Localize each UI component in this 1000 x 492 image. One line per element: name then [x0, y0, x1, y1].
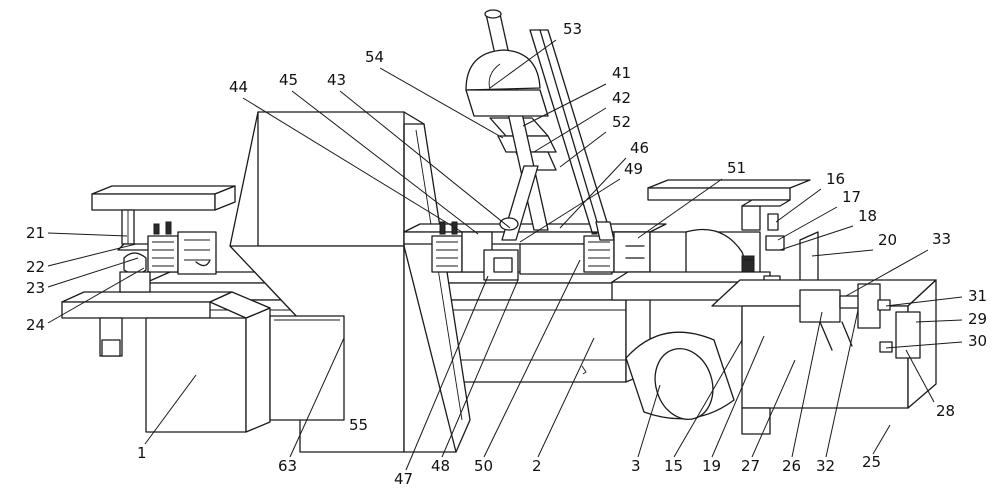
callout-label-49: 49	[624, 160, 643, 178]
leader-line-53	[489, 39, 557, 89]
leader-lines	[47, 39, 963, 471]
callout-label-16: 16	[826, 170, 845, 188]
callout-label-46: 46	[630, 139, 649, 157]
leader-line-42	[533, 107, 607, 153]
callout-label-32: 32	[816, 457, 835, 475]
callout-label-52: 52	[612, 113, 631, 131]
callout-label-20: 20	[878, 231, 897, 249]
leader-line-27	[751, 359, 796, 458]
callout-label-45: 45	[279, 71, 298, 89]
callout-label-18: 18	[858, 207, 877, 225]
callout-label-28: 28	[936, 402, 955, 420]
leader-line-1	[144, 374, 197, 445]
callout-label-19: 19	[702, 457, 721, 475]
leader-line-26	[791, 311, 823, 458]
leader-line-50	[483, 259, 581, 458]
callout-label-48: 48	[431, 457, 450, 475]
leader-line-30	[885, 341, 963, 349]
callout-label-63: 63	[278, 457, 297, 475]
leader-line-44	[242, 97, 463, 233]
leader-line-29	[915, 319, 963, 323]
callout-label-51: 51	[727, 159, 746, 177]
callout-label-30: 30	[968, 332, 987, 350]
callout-label-33: 33	[932, 230, 951, 248]
leader-line-31	[885, 296, 963, 307]
inclined-column	[465, 9, 615, 241]
callout-label-29: 29	[968, 310, 987, 328]
callout-label-47: 47	[394, 470, 413, 488]
callout-label-55: 55	[349, 416, 368, 434]
leader-line-46	[559, 157, 627, 229]
leader-line-41	[522, 83, 607, 127]
leader-line-49	[519, 178, 621, 243]
leader-line-15	[673, 339, 743, 458]
leader-line-43	[339, 90, 511, 229]
callout-label-53: 53	[563, 20, 582, 38]
callout-label-17: 17	[842, 188, 861, 206]
left-rail-frame	[91, 185, 236, 245]
callout-label-43: 43	[327, 71, 346, 89]
leader-line-2	[537, 337, 595, 458]
callout-label-21: 21	[26, 224, 45, 242]
leader-line-18	[779, 225, 854, 251]
callout-label-54: 54	[365, 48, 384, 66]
leader-line-24	[47, 267, 145, 324]
leader-line-19	[711, 335, 765, 458]
callout-label-31: 31	[968, 287, 987, 305]
callout-label-27: 27	[741, 457, 760, 475]
left-guard-box	[229, 111, 471, 453]
leader-line-28	[905, 349, 935, 403]
callout-label-1: 1	[137, 444, 147, 462]
callout-label-24: 24	[26, 316, 45, 334]
leader-line-48	[441, 279, 519, 458]
leader-line-32	[825, 309, 859, 458]
callout-label-3: 3	[631, 457, 641, 475]
callout-label-25: 25	[862, 453, 881, 471]
leader-line-3	[637, 384, 661, 458]
callout-label-26: 26	[782, 457, 801, 475]
callout-label-15: 15	[664, 457, 683, 475]
callout-label-41: 41	[612, 64, 631, 82]
leader-line-21	[47, 232, 128, 237]
leader-line-25	[872, 424, 891, 455]
left-leg-panel	[61, 291, 271, 433]
left-clamp-unit	[117, 221, 217, 293]
right-frame-station	[711, 199, 937, 435]
right-upper-rail	[647, 179, 811, 201]
callout-label-23: 23	[26, 279, 45, 297]
leader-line-16	[775, 188, 822, 223]
leader-line-17	[777, 206, 838, 241]
callout-label-2: 2	[532, 457, 542, 475]
leader-line-20	[811, 249, 874, 257]
callout-label-50: 50	[474, 457, 493, 475]
leader-line-63	[289, 337, 345, 458]
leader-line-33	[845, 249, 929, 297]
leader-line-45	[291, 90, 479, 235]
callout-label-42: 42	[612, 89, 631, 107]
leader-line-52	[559, 131, 607, 168]
leader-line-51	[637, 178, 723, 239]
leader-line-54	[379, 67, 504, 139]
middle-clamp-left	[431, 221, 519, 281]
leader-line-47	[405, 275, 489, 471]
callout-label-44: 44	[229, 78, 248, 96]
leader-line-23	[47, 257, 139, 288]
callout-label-22: 22	[26, 258, 45, 276]
leader-line-22	[47, 243, 137, 267]
